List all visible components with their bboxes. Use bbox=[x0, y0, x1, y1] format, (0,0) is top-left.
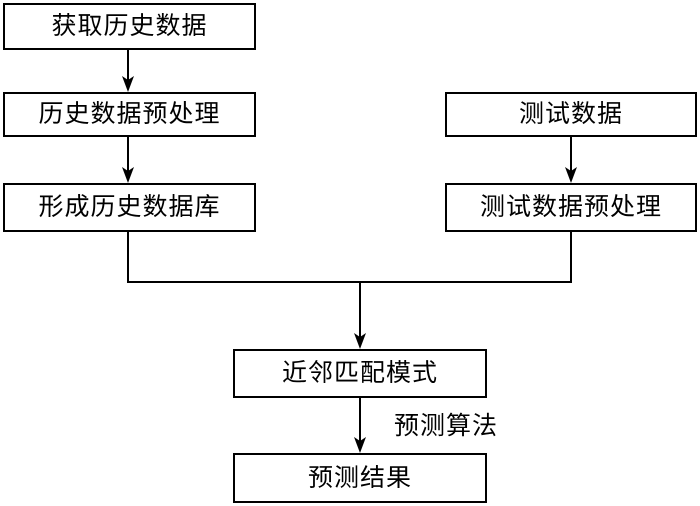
node-acquire-history-data[interactable]: 获取历史数据 bbox=[3, 3, 256, 50]
node-nearest-neighbor-matching-label: 近邻匹配模式 bbox=[281, 358, 438, 387]
edge-merge-bus bbox=[127, 232, 572, 283]
node-history-data-preprocess-label: 历史数据预处理 bbox=[38, 99, 221, 128]
edge-bus-to-matching bbox=[354, 282, 366, 349]
node-prediction-result[interactable]: 预测结果 bbox=[233, 453, 487, 503]
edge-acquire-to-preprocess bbox=[122, 50, 134, 92]
edge-label-prediction-algorithm: 预测算法 bbox=[394, 411, 499, 440]
edge-testdata-to-preprocess bbox=[565, 137, 577, 183]
node-nearest-neighbor-matching[interactable]: 近邻匹配模式 bbox=[233, 349, 487, 398]
node-form-history-database-label: 形成历史数据库 bbox=[38, 192, 221, 221]
node-test-data[interactable]: 测试数据 bbox=[445, 92, 697, 137]
node-prediction-result-label: 预测结果 bbox=[307, 462, 412, 492]
node-form-history-database[interactable]: 形成历史数据库 bbox=[3, 183, 256, 232]
edge-preprocess-to-database bbox=[122, 137, 134, 183]
node-test-data-label: 测试数据 bbox=[518, 99, 623, 128]
node-acquire-history-data-label: 获取历史数据 bbox=[51, 11, 208, 40]
edge-matching-to-result bbox=[354, 398, 366, 453]
node-history-data-preprocess[interactable]: 历史数据预处理 bbox=[3, 92, 256, 137]
node-test-data-preprocess[interactable]: 测试数据预处理 bbox=[445, 183, 697, 232]
node-test-data-preprocess-label: 测试数据预处理 bbox=[479, 192, 662, 221]
